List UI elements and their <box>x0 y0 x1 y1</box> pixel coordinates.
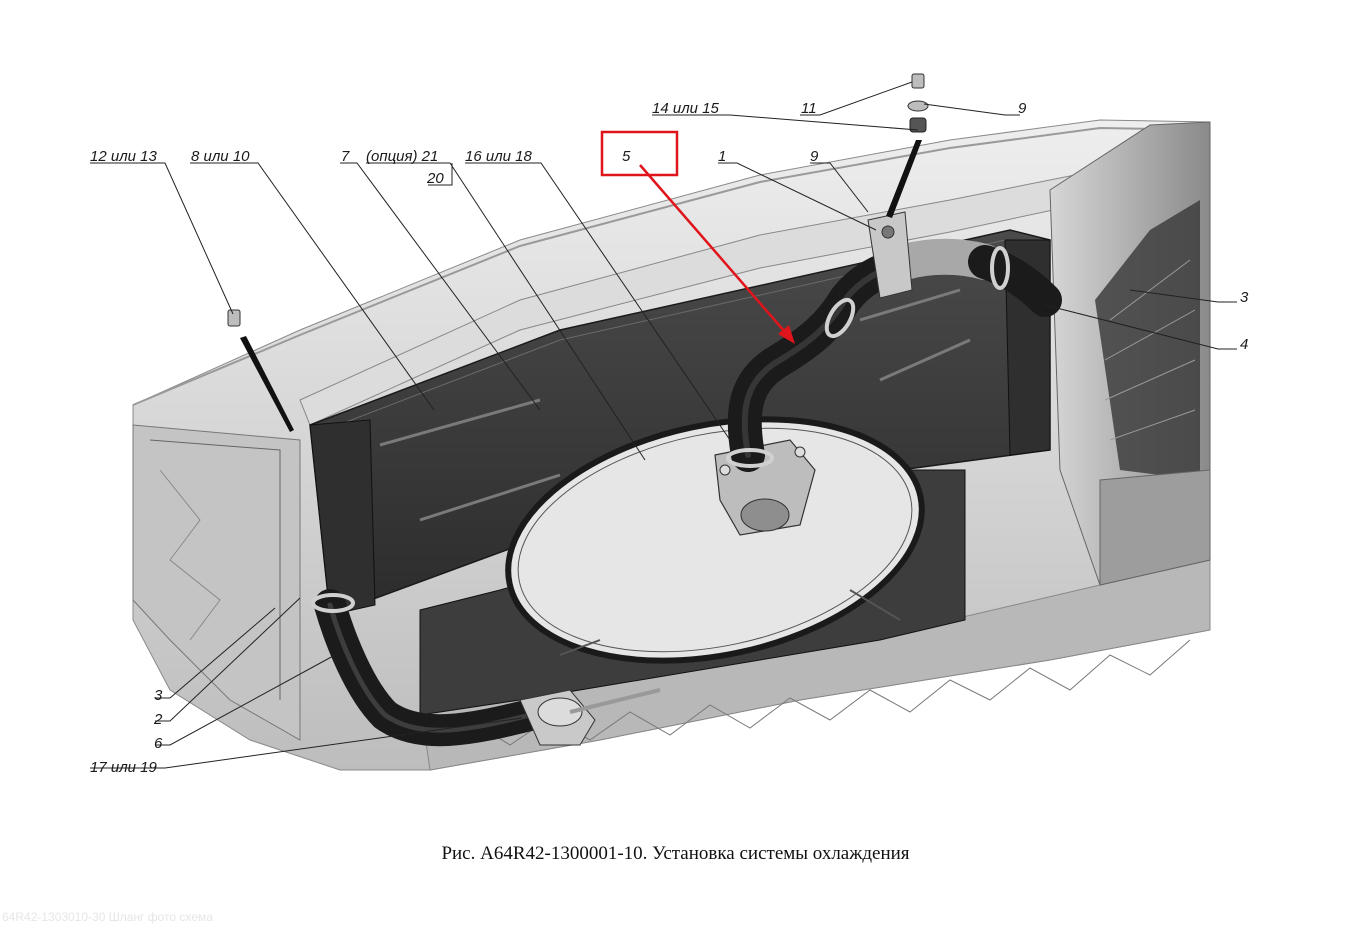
radiator <box>309 229 1051 617</box>
left-bolt-assembly <box>227 309 294 432</box>
label-6: 6 <box>154 735 163 752</box>
lower-hose <box>311 589 661 747</box>
label-11: 11 <box>801 100 817 117</box>
label-3-left: 3 <box>154 687 163 704</box>
left-side-panel <box>132 424 301 741</box>
label-12-or-13: 12 или 13 <box>90 148 158 165</box>
callout-labels: 12 или 13 8 или 10 7 (опция) 21 20 16 ил… <box>90 100 1249 776</box>
label-option-21: (опция) 21 <box>366 148 438 165</box>
upper-hose <box>726 211 1062 472</box>
label-8-or-10: 8 или 10 <box>191 148 250 165</box>
label-3-right: 3 <box>1240 289 1249 306</box>
fan-shroud <box>419 416 966 716</box>
label-7: 7 <box>341 148 350 165</box>
label-17-or-19: 17 или 19 <box>90 759 158 776</box>
right-side-panel <box>1049 121 1211 586</box>
highlight-part-5 <box>600 130 795 344</box>
label-5: 5 <box>622 148 631 165</box>
label-9-top: 9 <box>1018 100 1027 117</box>
figure-caption: Рис. A64R42-1300001-10. Установка систем… <box>441 843 910 864</box>
watermark: 64R42-1303010-30 Шланг фото схема <box>2 910 213 924</box>
label-14-or-15: 14 или 15 <box>652 100 720 117</box>
label-4: 4 <box>1240 336 1248 353</box>
label-20: 20 <box>426 170 444 187</box>
label-1: 1 <box>718 148 726 165</box>
label-16-or-18: 16 или 18 <box>465 148 533 165</box>
leader-lines <box>90 81 1237 769</box>
label-2: 2 <box>153 711 163 728</box>
label-9: 9 <box>810 148 819 165</box>
top-bolt-assembly <box>886 73 929 218</box>
